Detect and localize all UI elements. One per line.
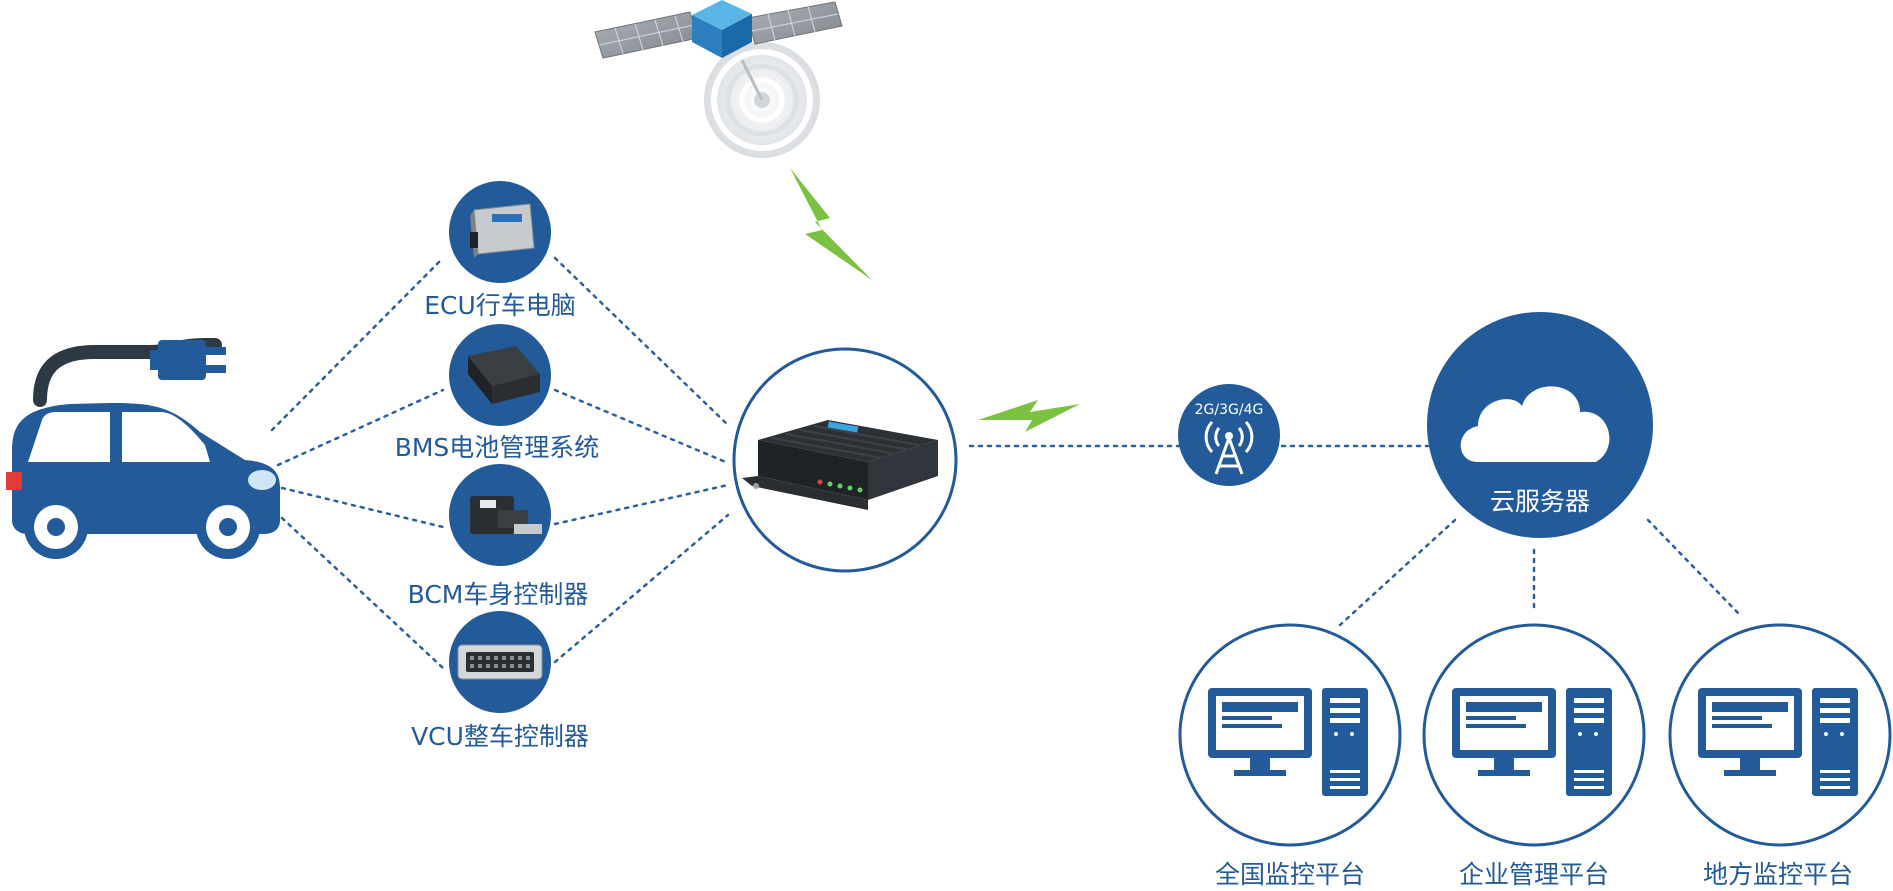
line-bcm-gateway — [553, 483, 730, 526]
line-bms-gateway — [553, 388, 730, 465]
module-bcm — [449, 464, 551, 566]
cell-tower-icon — [1204, 420, 1254, 475]
ecu-box-icon — [470, 203, 535, 258]
line-car-ecu — [270, 256, 445, 432]
computer-icon — [1208, 688, 1368, 796]
computer-icon — [1452, 688, 1612, 796]
network-label: 2G/3G/4G — [1194, 402, 1264, 418]
module-bms — [449, 324, 551, 426]
line-cloud-platform-1 — [1338, 518, 1457, 627]
telematics-gateway-icon — [742, 420, 938, 510]
module-label-bms: BMS电池管理系统 — [394, 433, 600, 462]
computer-icon — [1698, 688, 1858, 796]
platform-national — [1178, 623, 1402, 847]
line-car-bcm — [280, 486, 445, 529]
satellite-icon — [594, 0, 843, 158]
line-car-vcu — [280, 516, 445, 670]
cloud-label: 云服务器 — [1489, 487, 1591, 516]
line-car-bms — [276, 388, 445, 467]
bcm-module-icon — [470, 496, 542, 534]
line-vcu-gateway — [553, 513, 730, 664]
module-vcu — [449, 611, 551, 713]
vcu-connector-icon — [457, 644, 543, 680]
lightning-bolt-satellite — [790, 168, 872, 280]
platform-enterprise — [1422, 623, 1646, 847]
cloud-server — [1427, 312, 1653, 538]
module-label-vcu: VCU整车控制器 — [411, 722, 589, 751]
platform-label-enterprise: 企业管理平台 — [1458, 860, 1610, 889]
connection-lines — [270, 256, 1742, 670]
telematics-gateway — [732, 347, 958, 573]
network-node — [1178, 384, 1280, 486]
cloud-icon — [1460, 386, 1610, 462]
electric-car-icon — [6, 338, 280, 559]
module-label-ecu: ECU行车电脑 — [424, 291, 576, 320]
line-cloud-platform-3 — [1646, 518, 1742, 617]
bms-box-icon — [468, 346, 540, 404]
platform-label-local: 地方监控平台 — [1702, 860, 1854, 889]
platform-local — [1668, 623, 1892, 847]
module-label-bcm: BCM车身控制器 — [407, 580, 589, 609]
module-ecu — [449, 181, 551, 283]
platform-label-national: 全国监控平台 — [1214, 860, 1366, 889]
line-ecu-gateway — [553, 256, 730, 427]
lightning-bolt-gateway — [978, 400, 1080, 432]
